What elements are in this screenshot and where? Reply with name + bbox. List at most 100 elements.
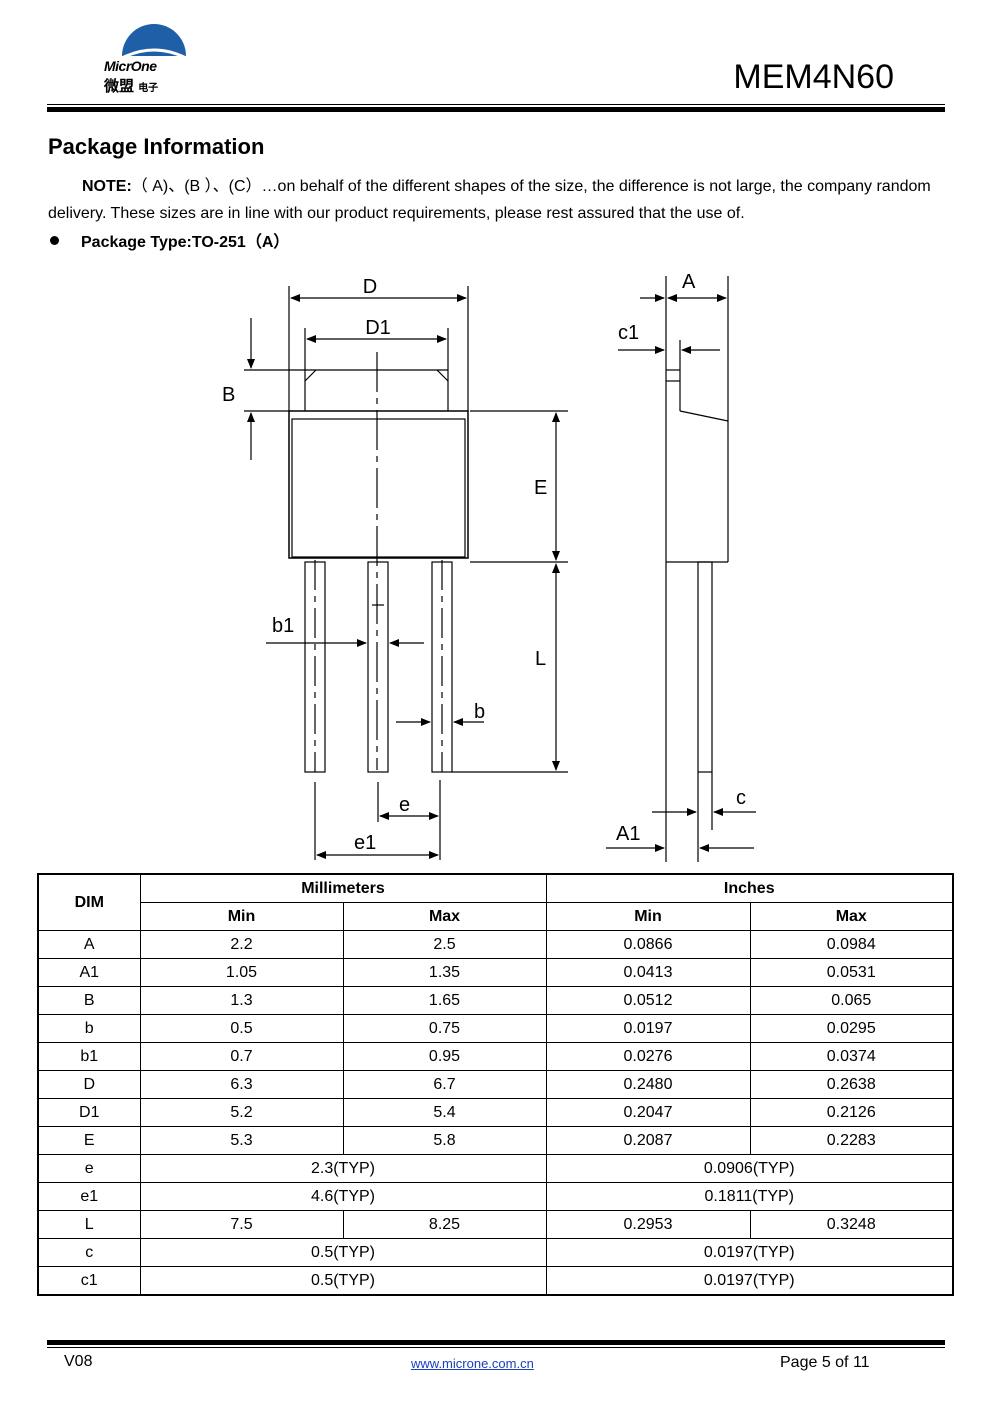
cell-in-max: 0.0984 xyxy=(749,930,954,959)
cell-dim: c xyxy=(37,1238,141,1267)
cell-dim: A1 xyxy=(37,958,141,987)
website-link[interactable]: www.microne.com.cn xyxy=(411,1356,534,1371)
cell-dim: e xyxy=(37,1154,141,1183)
cell-in-max: 0.0295 xyxy=(749,1014,954,1043)
cell-dim: b1 xyxy=(37,1042,141,1071)
cell-mm-max: 6.7 xyxy=(342,1070,547,1099)
header-inches: Inches xyxy=(545,873,954,903)
cell-mm-min: 0.7 xyxy=(139,1042,344,1071)
cell-dim: e1 xyxy=(37,1182,141,1211)
cell-mm-min: 6.3 xyxy=(139,1070,344,1099)
cell-mm-min: 2.2 xyxy=(139,930,344,959)
header-in-max: Max xyxy=(749,902,954,931)
label-e1: e1 xyxy=(354,832,376,854)
label-c1: c1 xyxy=(618,322,639,344)
cell-mm-typ: 2.3(TYP) xyxy=(139,1154,547,1183)
label-E: E xyxy=(534,477,547,499)
header-in-min: Min xyxy=(545,902,751,931)
label-B: B xyxy=(222,384,235,406)
part-number: MEM4N60 xyxy=(733,58,894,96)
note-paragraph: NOTE:（ A)、(B ）、(C）…on behalf of the diff… xyxy=(48,173,948,227)
cell-mm-min: 0.5 xyxy=(139,1014,344,1043)
cell-in-min: 0.0276 xyxy=(545,1042,751,1071)
label-L: L xyxy=(535,648,546,670)
cell-mm-min: 7.5 xyxy=(139,1210,344,1239)
cell-in-max: 0.2283 xyxy=(749,1126,954,1155)
cell-in-typ: 0.1811(TYP) xyxy=(545,1182,954,1211)
cell-dim: B xyxy=(37,986,141,1015)
footer-divider-thick xyxy=(47,1340,945,1345)
cell-dim: E xyxy=(37,1126,141,1155)
company-logo xyxy=(96,24,196,96)
cell-mm-max: 5.8 xyxy=(342,1126,547,1155)
logo-text: MicrOne xyxy=(104,58,157,74)
cell-in-max: 0.065 xyxy=(749,986,954,1015)
cell-in-min: 0.2953 xyxy=(545,1210,751,1239)
header-dim: DIM xyxy=(37,873,141,931)
cell-mm-max: 1.35 xyxy=(342,958,547,987)
cell-dim: D xyxy=(37,1070,141,1099)
cell-in-max: 0.0374 xyxy=(749,1042,954,1071)
cell-dim: b xyxy=(37,1014,141,1043)
cell-in-max: 0.2638 xyxy=(749,1070,954,1099)
header-divider-thick xyxy=(47,107,945,112)
header-divider xyxy=(47,104,945,105)
cell-in-min: 0.2087 xyxy=(545,1126,751,1155)
label-e: e xyxy=(399,794,410,816)
label-A: A xyxy=(682,271,696,293)
note-label: NOTE: xyxy=(82,178,132,195)
cell-dim: L xyxy=(37,1210,141,1239)
cell-in-max: 0.0531 xyxy=(749,958,954,987)
cell-in-min: 0.0866 xyxy=(545,930,751,959)
cell-dim: c1 xyxy=(37,1266,141,1296)
cell-in-typ: 0.0197(TYP) xyxy=(545,1266,954,1296)
cell-mm-typ: 4.6(TYP) xyxy=(139,1182,547,1211)
package-drawing: D D1 B E L b1 b e e1 A c1 c A1 xyxy=(222,271,756,862)
page-number: Page 5 of 11 xyxy=(780,1354,870,1371)
cell-mm-typ: 0.5(TYP) xyxy=(139,1238,547,1267)
label-A1: A1 xyxy=(616,823,640,845)
cell-in-typ: 0.0197(TYP) xyxy=(545,1238,954,1267)
cell-in-min: 0.0413 xyxy=(545,958,751,987)
dimensions-table: DIM Millimeters Inches Min Max Min Max A… xyxy=(37,873,954,1296)
header-mm-max: Max xyxy=(342,902,547,931)
label-c: c xyxy=(736,787,746,809)
label-D: D xyxy=(363,276,377,298)
cell-mm-max: 2.5 xyxy=(342,930,547,959)
cell-mm-max: 0.95 xyxy=(342,1042,547,1071)
cell-in-max: 0.2126 xyxy=(749,1098,954,1127)
footer-divider xyxy=(47,1347,945,1348)
cell-mm-max: 1.65 xyxy=(342,986,547,1015)
cell-mm-typ: 0.5(TYP) xyxy=(139,1266,547,1296)
logo-text-cn: 微盟 电子 xyxy=(104,78,159,95)
header-mm-min: Min xyxy=(139,902,344,931)
cell-dim: A xyxy=(37,930,141,959)
label-b1: b1 xyxy=(272,615,294,637)
cell-mm-min: 1.05 xyxy=(139,958,344,987)
cell-mm-min: 5.3 xyxy=(139,1126,344,1155)
bullet-icon xyxy=(50,236,59,245)
cell-in-min: 0.2480 xyxy=(545,1070,751,1099)
cell-in-typ: 0.0906(TYP) xyxy=(545,1154,954,1183)
version-label: V08 xyxy=(64,1353,93,1370)
note-text: （ A)、(B ）、(C）…on behalf of the different… xyxy=(48,178,931,222)
header-millimeters: Millimeters xyxy=(139,873,547,903)
cell-in-min: 0.0197 xyxy=(545,1014,751,1043)
cell-mm-max: 5.4 xyxy=(342,1098,547,1127)
label-b: b xyxy=(474,701,485,723)
cell-in-min: 0.0512 xyxy=(545,986,751,1015)
label-D1: D1 xyxy=(365,317,391,339)
